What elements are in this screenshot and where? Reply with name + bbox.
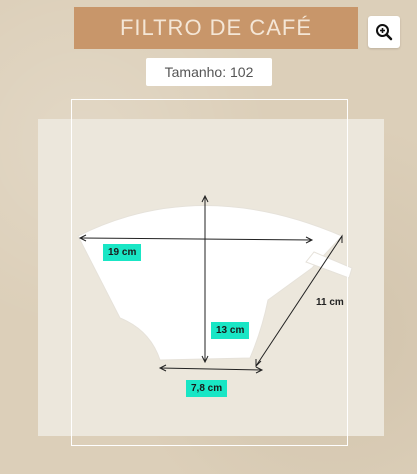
zoom-button[interactable] bbox=[368, 16, 400, 48]
page-title: FILTRO DE CAFÉ bbox=[119, 15, 313, 40]
filter-tab bbox=[305, 251, 353, 279]
side-length-label: 11 cm bbox=[316, 297, 344, 308]
size-label: Tamanho: 102 bbox=[164, 64, 254, 80]
zoom-in-icon bbox=[376, 24, 393, 41]
bottom-width-label: 7,8 cm bbox=[186, 380, 228, 397]
height-label: 13 cm bbox=[211, 322, 250, 339]
title-banner: FILTRO DE CAFÉ bbox=[74, 7, 358, 49]
height-arrow bbox=[201, 194, 209, 364]
top-width-arrow bbox=[78, 234, 314, 244]
size-selector[interactable]: Tamanho: 102 bbox=[146, 58, 272, 86]
side-length-arrow bbox=[255, 234, 343, 368]
bottom-width-arrow bbox=[158, 364, 264, 374]
coffee-filter-shape bbox=[77, 205, 343, 361]
top-width-label: 19 cm bbox=[103, 244, 142, 261]
image-frame bbox=[71, 99, 348, 446]
